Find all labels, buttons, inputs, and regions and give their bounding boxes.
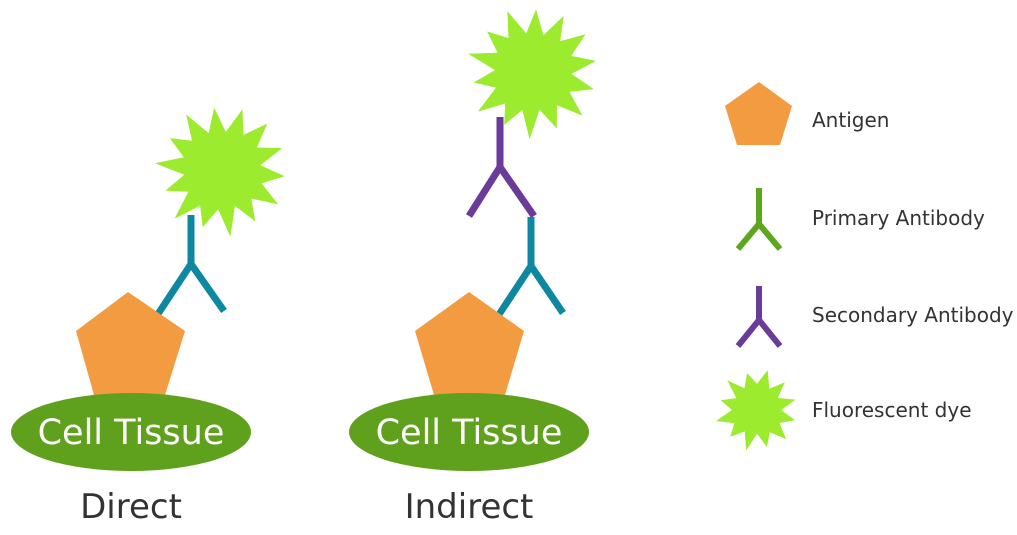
indirect-panel: Cell Tissue Indirect [349,9,596,527]
indirect-secondary-antibody [466,117,537,218]
direct-primary-antibody [155,215,227,316]
direct-caption: Direct [80,487,182,527]
direct-panel: Cell Tissue Direct [11,107,285,527]
legend-label-antigen: Antigen [812,108,889,132]
direct-antigen [76,292,185,395]
indirect-primary-antibody [495,217,566,318]
legend-label-fluorescent-dye: Fluorescent dye [812,398,972,422]
pentagon-icon [725,82,792,145]
legend-item-antigen: Antigen [725,82,889,145]
legend: Antigen Primary Antibody Secondary Antib… [716,82,1014,451]
indirect-cell-tissue [349,393,589,471]
direct-cell-tissue [11,393,251,471]
legend-item-secondary-antibody: Secondary Antibody [735,286,1014,348]
indirect-caption: Indirect [405,487,534,527]
legend-label-secondary-antibody: Secondary Antibody [812,303,1014,327]
legend-item-primary-antibody: Primary Antibody [735,188,985,251]
y-antibody-icon [735,286,783,348]
indirect-fluorescent-dye [468,9,596,140]
y-antibody-icon [735,188,783,251]
legend-item-fluorescent-dye: Fluorescent dye [716,370,972,451]
indirect-antigen [415,292,524,395]
direct-tissue-label: Cell Tissue [38,413,225,453]
indirect-tissue-label: Cell Tissue [376,413,563,453]
direct-fluorescent-dye [155,107,285,237]
legend-label-primary-antibody: Primary Antibody [812,206,985,230]
starburst-icon [716,370,796,451]
